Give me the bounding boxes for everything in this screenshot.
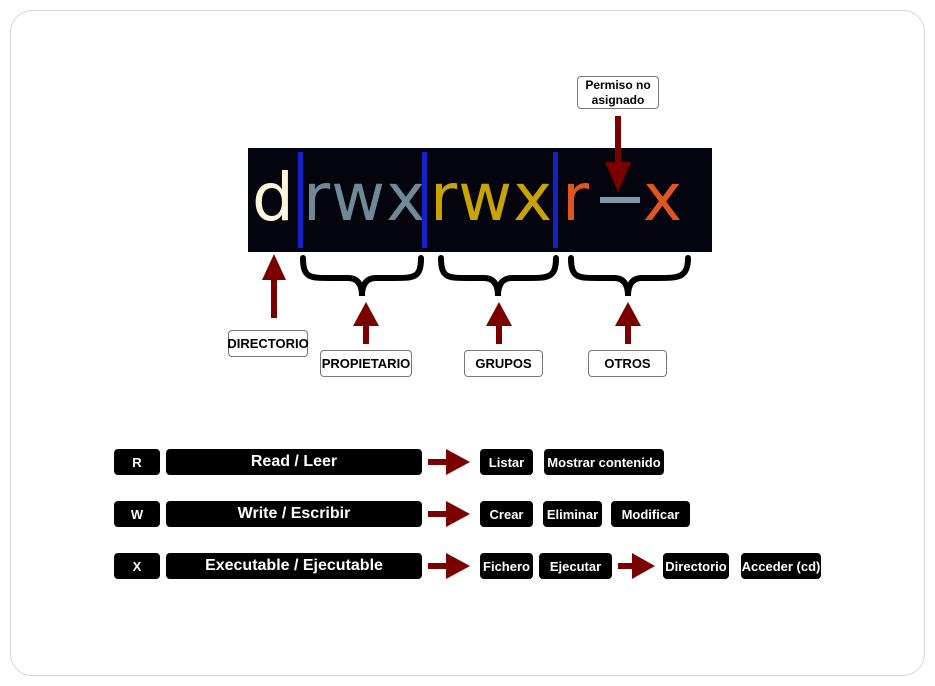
execute-label: Executable / Ejecutable <box>166 553 422 579</box>
separator-2 <box>422 152 427 248</box>
separator-3 <box>553 152 558 248</box>
arrow-up-otros <box>615 302 641 344</box>
crear-label: Crear <box>480 501 533 527</box>
arrow-up-grupos <box>486 302 512 344</box>
acceder-cd-label: Acceder (cd) <box>741 553 821 579</box>
others-dash <box>600 197 640 203</box>
type-char-d: d <box>252 159 295 236</box>
arrow-right-r <box>428 449 470 475</box>
arrow-right-x-2 <box>618 553 655 579</box>
write-label: Write / Escribir <box>166 501 422 527</box>
directorio-item-label: Directorio <box>663 553 729 579</box>
modificar-label: Modificar <box>611 501 690 527</box>
arrow-up-propietario <box>353 302 379 344</box>
fichero-label: Fichero <box>480 553 533 579</box>
group-permissions: rwx <box>430 159 554 236</box>
owner-permissions: rwx <box>303 159 427 236</box>
arrow-right-w <box>428 501 470 527</box>
others-r: r <box>562 159 591 236</box>
directorio-label: DIRECTORIO <box>227 330 309 357</box>
separator-1 <box>298 152 303 248</box>
propietario-label: PROPIETARIO <box>320 350 412 377</box>
letter-x: X <box>114 553 160 579</box>
ejecutar-label: Ejecutar <box>539 553 612 579</box>
listar-label: Listar <box>480 449 533 475</box>
brace-otros <box>568 255 691 297</box>
permiso-no-asignado-label: Permiso no asignado <box>577 76 659 109</box>
eliminar-label: Eliminar <box>543 501 602 527</box>
brace-grupos <box>438 255 559 297</box>
mostrar-contenido-label: Mostrar contenido <box>544 449 664 475</box>
others-x: x <box>643 159 684 236</box>
grupos-label: GRUPOS <box>464 350 543 377</box>
letter-w: W <box>114 501 160 527</box>
arrow-down-permiso <box>605 116 631 192</box>
letter-r: R <box>114 449 160 475</box>
brace-propietario <box>300 255 424 297</box>
arrow-up-directorio <box>262 254 286 318</box>
read-label: Read / Leer <box>166 449 422 475</box>
arrow-right-x <box>428 553 470 579</box>
otros-label: OTROS <box>588 350 667 377</box>
